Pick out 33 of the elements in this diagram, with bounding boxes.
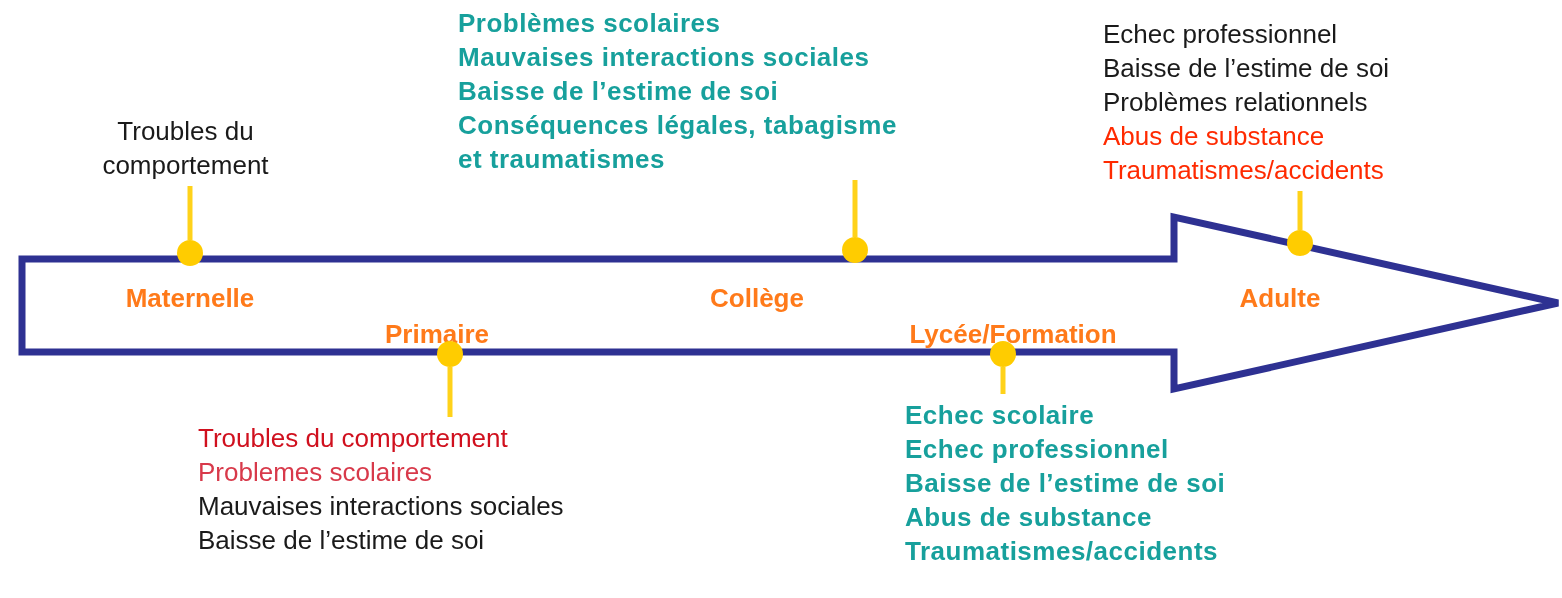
consequence-text: Problemes scolaires: [198, 456, 434, 489]
leader-line: [1000, 367, 1006, 394]
consequence-text: Traumatismes/accidents: [905, 535, 1220, 568]
consequence-text: Baisse de l’estime de soi: [1103, 52, 1390, 85]
consequence-text: Abus de substance: [1103, 120, 1326, 153]
stage-label: Maternelle: [125, 283, 255, 314]
consequence-text: Echec scolaire: [905, 399, 1096, 432]
leader-line: [447, 367, 453, 417]
consequence-text: Baisse de l’estime de soi: [198, 524, 486, 557]
consequence-text: Traumatismes/accidents: [1103, 154, 1385, 187]
consequence-text: Baisse de l’estime de soi: [458, 75, 780, 108]
stage-label: Collège: [710, 283, 804, 314]
consequence-text: Troubles du comportement: [198, 422, 509, 455]
consequence-text: Mauvaises interactions sociales: [458, 41, 871, 74]
marker-dot: [177, 240, 203, 266]
marker-dot: [437, 341, 463, 367]
consequence-text: Problèmes relationnels: [1103, 86, 1369, 119]
stage-label: Lycée/Formation: [909, 319, 1117, 350]
stage-label: Adulte: [1239, 283, 1321, 314]
consequence-text: Problèmes scolaires: [458, 7, 722, 40]
stage-label: Primaire: [384, 319, 490, 350]
leader-line: [1297, 191, 1303, 230]
consequence-text: Troubles du comportement: [101, 115, 270, 182]
consequence-text: Baisse de l’estime de soi: [905, 467, 1226, 500]
marker-dot: [842, 237, 868, 263]
marker-dot: [1287, 230, 1313, 256]
leader-line: [187, 186, 193, 240]
consequence-text: Echec professionnel: [905, 433, 1170, 466]
leader-line: [852, 180, 858, 237]
consequence-text: Conséquences légales, tabagisme et traumatismes: [458, 109, 898, 176]
consequence-text: Abus de substance: [905, 501, 1153, 534]
consequence-text: Mauvaises interactions sociales: [198, 490, 564, 523]
consequence-text: Echec professionnel: [1103, 18, 1339, 51]
